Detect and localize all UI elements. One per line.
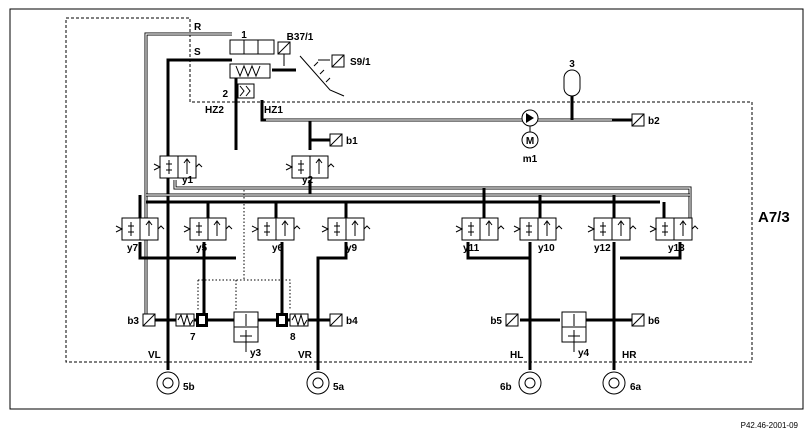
wheel-6a: 6a HR xyxy=(602,350,642,395)
svg-text:7: 7 xyxy=(190,332,196,343)
valve-y4 xyxy=(561,311,587,352)
motor-symbol: M xyxy=(526,136,534,147)
reservoir: 3 xyxy=(563,59,581,97)
valve-y6-label: y6 xyxy=(272,243,284,254)
valve-y2-label: y2 xyxy=(302,175,314,186)
valve-y2 xyxy=(285,155,335,179)
master-cylinder-label: 1 xyxy=(241,30,247,41)
valve-y3 xyxy=(233,311,259,352)
unit-boundary xyxy=(65,17,753,363)
svg-text:b5: b5 xyxy=(490,316,502,327)
switch-s9-label: S9/1 xyxy=(350,57,371,68)
svg-text:b3: b3 xyxy=(127,316,139,327)
damper-8: 8 xyxy=(276,313,309,343)
valve-y9 xyxy=(321,217,371,241)
damper-7: 7 xyxy=(175,313,208,343)
svg-text:6b: 6b xyxy=(500,382,512,393)
valve-y3-label: y3 xyxy=(250,348,262,359)
brake-pedal: S9/1 xyxy=(272,54,371,97)
sensor-b37: B37/1 xyxy=(277,32,314,66)
valve-y10 xyxy=(513,217,563,241)
valve-y1 xyxy=(153,155,203,179)
valve-y6 xyxy=(251,217,301,241)
unit-label: A7/3 xyxy=(758,209,790,226)
figure-frame xyxy=(9,8,804,410)
svg-text:B37/1: B37/1 xyxy=(287,32,314,43)
motor-label: m1 xyxy=(523,154,538,165)
wheel-6b: 6b HL xyxy=(500,350,542,395)
wheel-5b: 5b VL xyxy=(148,350,195,395)
sensor-b3: b3 xyxy=(127,313,156,327)
svg-text:5a: 5a xyxy=(333,382,345,393)
valve-y4-label: y4 xyxy=(578,348,590,359)
booster-label: 2 xyxy=(222,89,228,100)
master-cylinder: 1 2 xyxy=(222,30,275,100)
svg-text:b1: b1 xyxy=(346,136,358,147)
line-r-label: R xyxy=(194,22,202,33)
svg-text:5b: 5b xyxy=(183,382,195,393)
valve-y13-label: y13 xyxy=(668,243,685,254)
svg-text:b6: b6 xyxy=(648,316,660,327)
sensor-b2: b2 xyxy=(631,113,660,127)
valve-y11 xyxy=(455,217,505,241)
control-lines xyxy=(197,190,291,310)
figure-id: P42.46-2001-09 xyxy=(741,421,799,430)
sensor-b1: b1 xyxy=(329,133,358,147)
svg-text:HR: HR xyxy=(622,350,637,361)
svg-text:b2: b2 xyxy=(648,116,660,127)
valve-y5-label: y5 xyxy=(196,243,208,254)
hz1-label: HZ1 xyxy=(264,105,283,116)
solenoid-valves xyxy=(115,155,699,241)
svg-text:VR: VR xyxy=(298,350,313,361)
wheel-5a: 5a VR xyxy=(298,350,345,395)
valve-y13 xyxy=(649,217,699,241)
valve-y7-label: y7 xyxy=(127,243,139,254)
valve-y9-label: y9 xyxy=(346,243,358,254)
pump-motor: M m1 xyxy=(521,109,539,165)
pipework xyxy=(138,32,692,370)
svg-text:b4: b4 xyxy=(346,316,358,327)
valve-y1-label: y1 xyxy=(182,175,194,186)
hz2-label: HZ2 xyxy=(205,105,224,116)
valve-y10-label: y10 xyxy=(538,243,555,254)
valve-y12-label: y12 xyxy=(594,243,611,254)
svg-text:3: 3 xyxy=(569,59,575,70)
svg-text:6a: 6a xyxy=(630,382,642,393)
svg-text:VL: VL xyxy=(148,350,161,361)
valve-y7 xyxy=(115,217,165,241)
svg-text:8: 8 xyxy=(290,332,296,343)
sensor-b6: b6 xyxy=(631,313,660,327)
line-s-label: S xyxy=(194,47,201,58)
sensor-b4: b4 xyxy=(329,313,358,327)
sensor-b5: b5 xyxy=(490,313,519,327)
valve-y5 xyxy=(183,217,233,241)
svg-text:HL: HL xyxy=(510,350,523,361)
valve-y12 xyxy=(587,217,637,241)
valve-y11-label: y11 xyxy=(463,243,480,254)
